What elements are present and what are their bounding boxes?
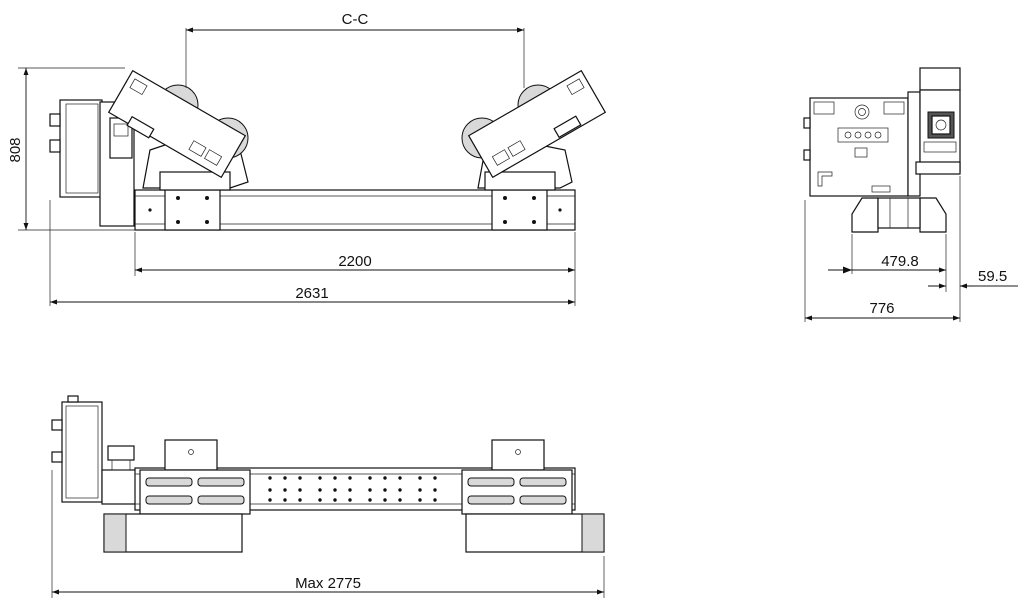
side-left-foot [851,197,879,233]
side-inner-width-label: 479.8 [881,253,919,270]
side-total-width-label: 776 [869,300,894,317]
base-length-dimension-label: 2200 [338,253,371,270]
top-dimensions: Max 2775 [51,470,605,598]
front-dimensions: C-C 808 2200 2631 [7,11,576,306]
side-dimensions: 479.8 59.5 776 [804,176,1018,322]
top-junction-box [107,445,135,461]
side-motor-cap [919,67,961,91]
top-left-foot [103,513,243,553]
front-view [49,69,607,231]
side-right-foot [919,197,947,233]
max-length-dimension-label: Max 2775 [295,575,361,592]
front-control-box [59,99,103,198]
top-right-roller-station [461,469,573,515]
side-view [803,67,961,233]
front-right-mount-plate [491,189,548,231]
top-view [51,395,605,553]
front-left-mount-plate [164,189,221,231]
side-offset-label: 59.5 [978,268,1007,285]
top-right-motor-block [491,439,545,471]
cc-dimension-label: C-C [342,11,369,28]
top-left-roller-station [139,469,251,515]
total-length-dimension-label: 2631 [295,285,328,302]
top-control-box [61,401,103,503]
height-dimension-label: 808 [7,137,24,162]
top-left-motor-block [164,439,218,471]
side-control-panel [809,97,909,197]
top-right-foot [465,513,605,553]
